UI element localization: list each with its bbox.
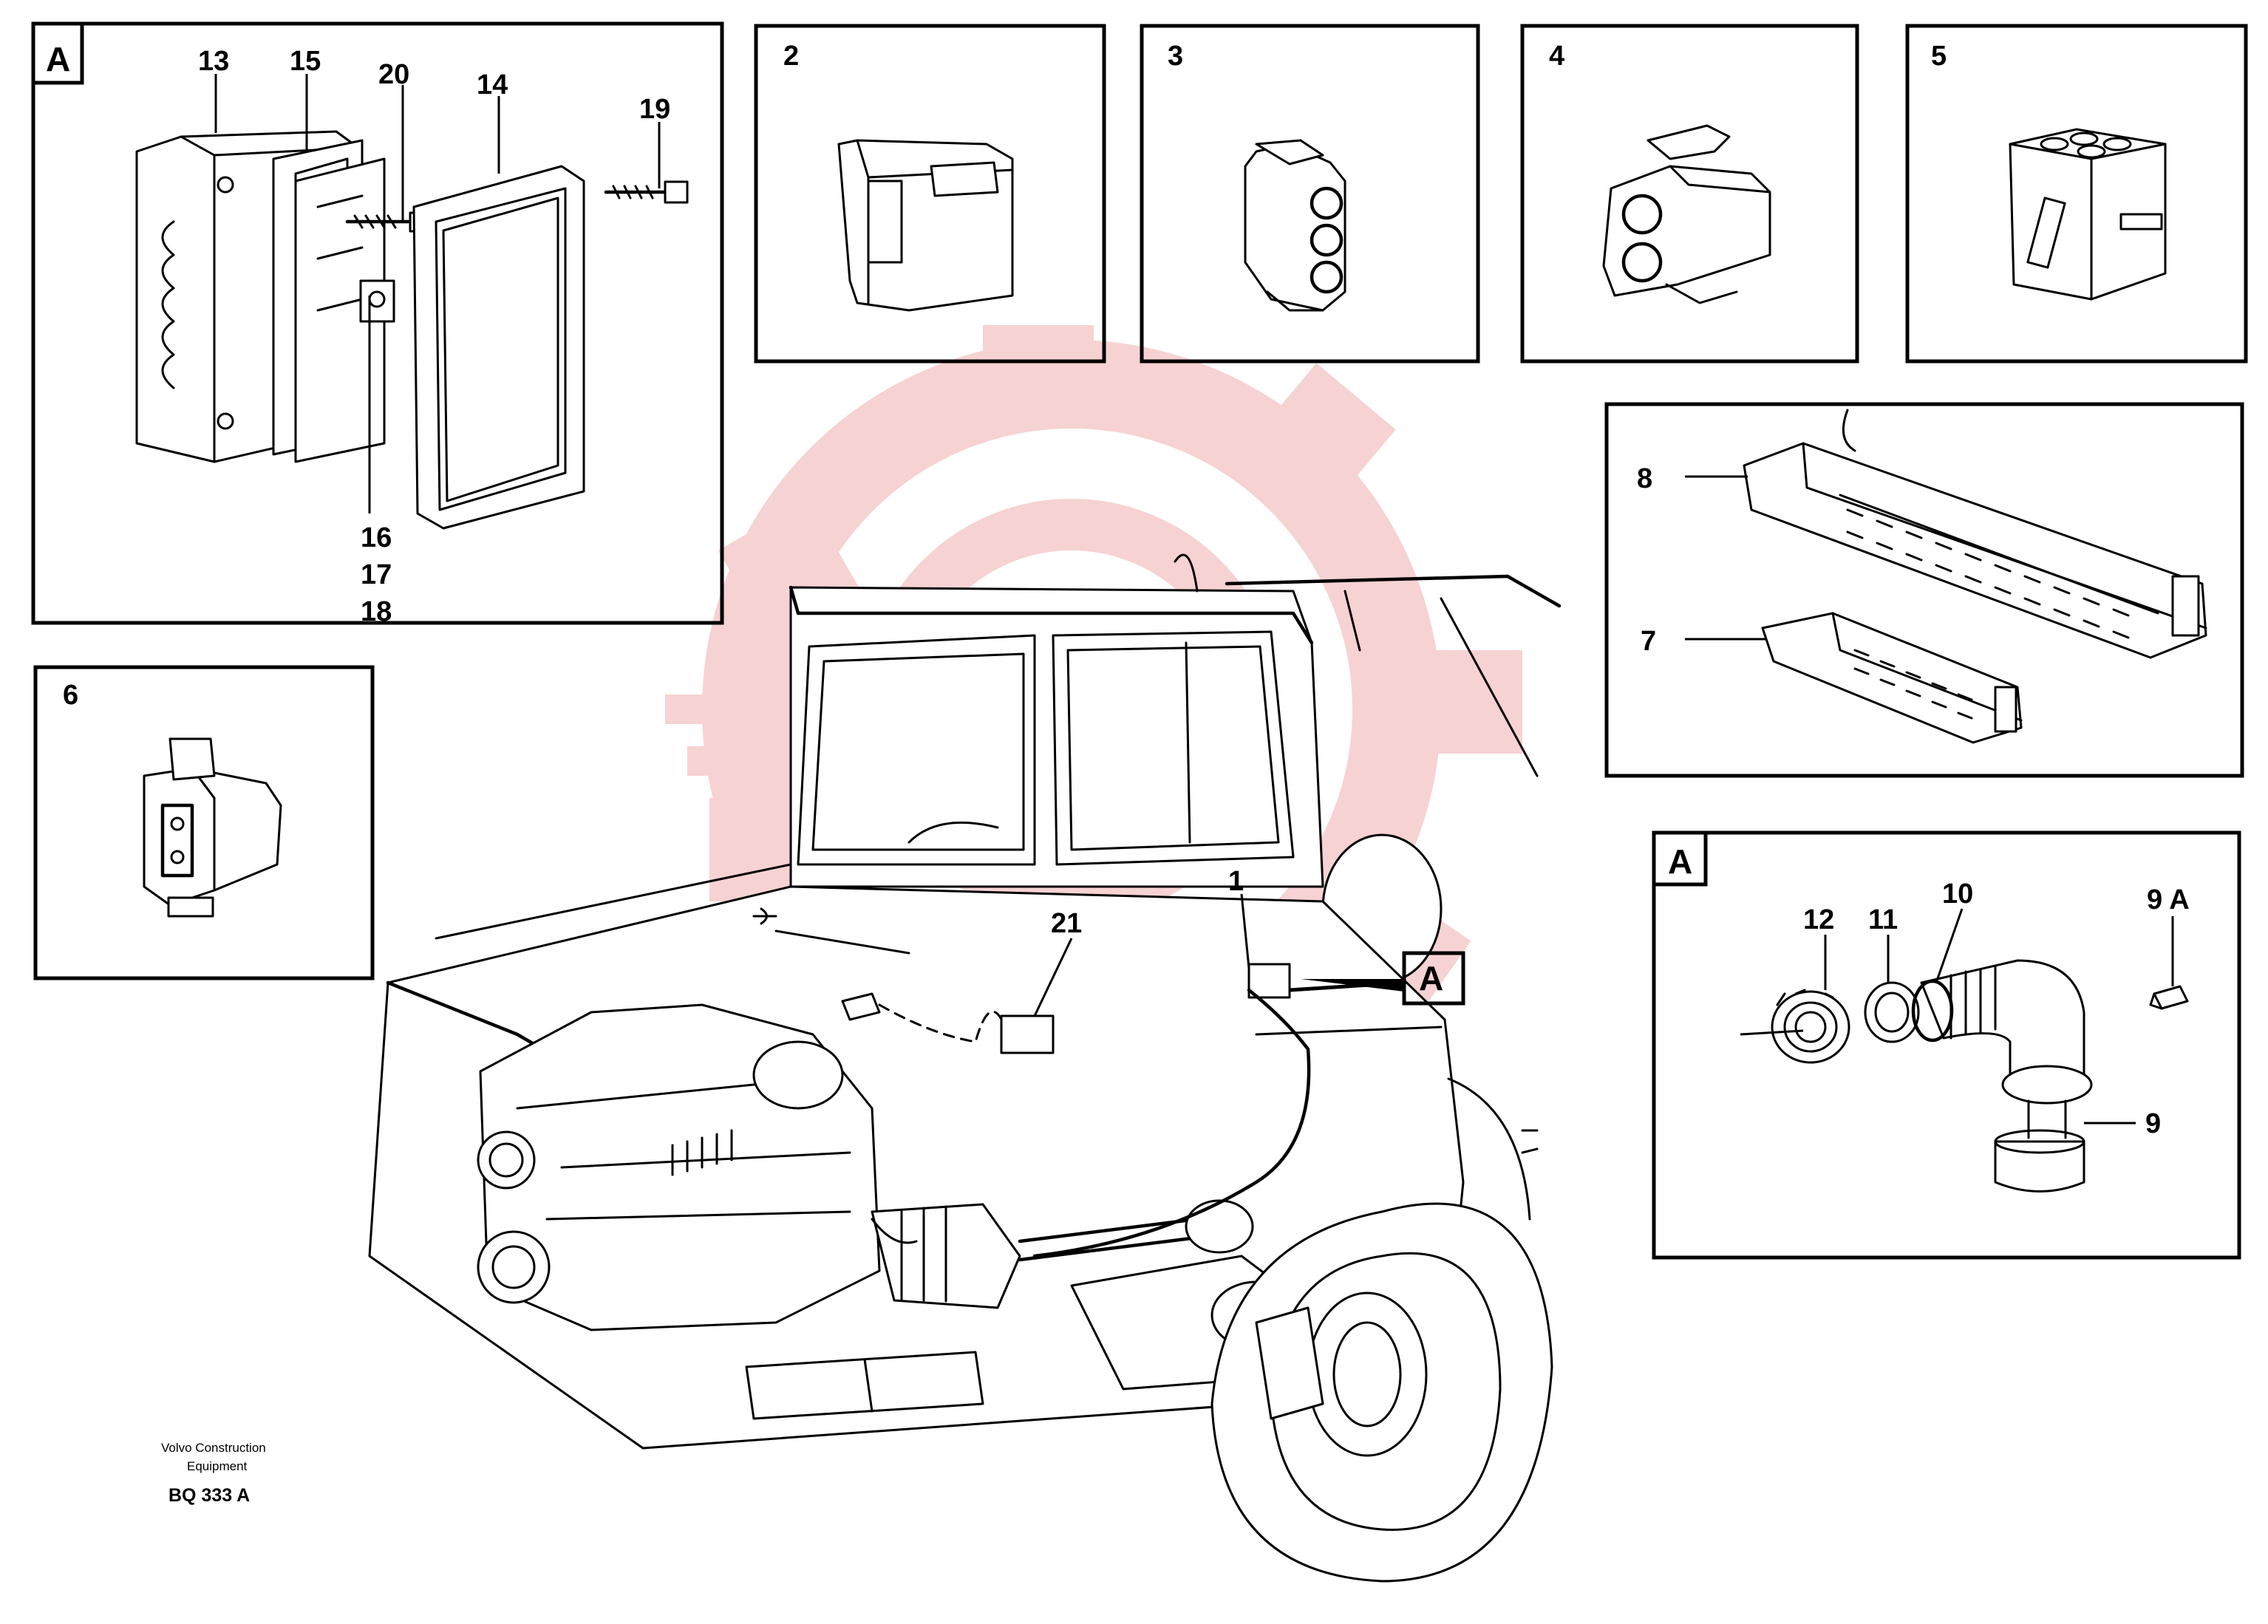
callout-box-7-8: 8 7 <box>1604 402 2244 778</box>
publisher-footer: Volvo Construction Equipment BQ 333 A <box>161 1441 266 1506</box>
callout-box-5: 5 <box>1905 24 2248 364</box>
svg-text:21: 21 <box>1051 908 1082 939</box>
svg-text:2: 2 <box>783 41 799 72</box>
svg-text:12: 12 <box>1803 904 1834 935</box>
box-letter: A <box>46 40 70 78</box>
svg-text:19: 19 <box>639 94 670 125</box>
callout-box-a-top: A 13 15 20 1 <box>31 21 724 627</box>
svg-text:14: 14 <box>477 69 508 100</box>
svg-text:9 A: 9 A <box>2147 884 2190 915</box>
svg-text:20: 20 <box>378 59 409 90</box>
callout-box-2: 2 <box>754 24 1106 364</box>
svg-text:16: 16 <box>361 522 392 553</box>
svg-text:15: 15 <box>290 46 321 77</box>
svg-text:17: 17 <box>361 559 392 590</box>
svg-text:6: 6 <box>63 680 78 711</box>
svg-text:10: 10 <box>1942 878 1973 910</box>
machine-illustration: 21 1 A <box>368 553 1562 1583</box>
svg-text:7: 7 <box>1641 626 1656 657</box>
callout-box-6: 6 <box>33 665 375 980</box>
diagram-code: BQ 333 A <box>168 1485 250 1506</box>
svg-text:13: 13 <box>198 46 229 77</box>
svg-text:8: 8 <box>1637 463 1652 494</box>
svg-text:4: 4 <box>1549 41 1564 72</box>
svg-text:5: 5 <box>1931 41 1947 72</box>
svg-text:11: 11 <box>1868 904 1898 935</box>
callout-box-a-bottom: A 12 11 10 9 A 9 <box>1652 830 2241 1260</box>
box-letter: A <box>1668 842 1692 881</box>
publisher-line-1: Volvo Construction <box>161 1441 266 1455</box>
callout-box-4: 4 <box>1520 24 1859 364</box>
svg-text:3: 3 <box>1168 41 1183 72</box>
publisher-line-2: Equipment <box>187 1459 248 1473</box>
svg-text:1: 1 <box>1228 866 1244 897</box>
svg-text:A: A <box>1419 959 1443 997</box>
callout-box-3: 3 <box>1140 24 1480 364</box>
svg-text:9: 9 <box>2145 1108 2161 1139</box>
svg-text:18: 18 <box>361 596 392 627</box>
